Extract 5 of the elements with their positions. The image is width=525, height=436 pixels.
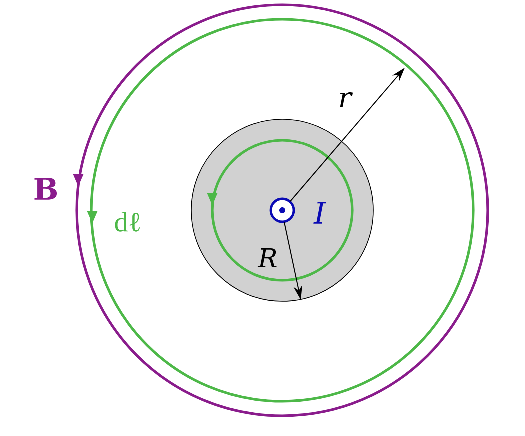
symbol-label: dℓ [115,212,140,232]
symbol-label: I [314,202,326,224]
symbol-label: R [258,248,277,268]
symbol-label: r [340,92,354,108]
symbol-label: B [34,178,58,200]
